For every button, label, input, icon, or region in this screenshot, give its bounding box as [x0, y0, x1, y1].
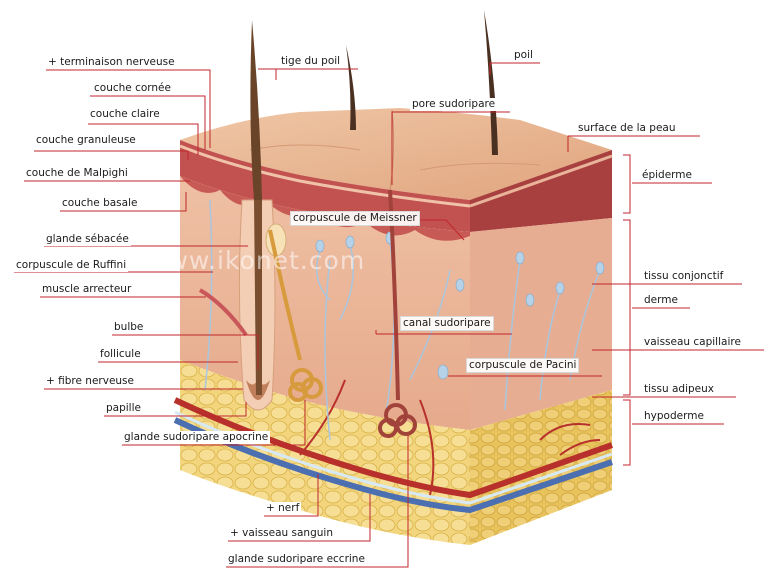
- label-papille: papille: [104, 402, 143, 415]
- label-couche-basale: couche basale: [60, 197, 139, 210]
- label-epiderme: épiderme: [640, 169, 694, 182]
- label-surface-peau: surface de la peau: [576, 122, 678, 135]
- label-tissu-adipeux: tissu adipeux: [642, 383, 716, 396]
- label-corpuscule-meissner: corpuscule de Meissner: [290, 211, 420, 226]
- label-glande-eccrine: glande sudoripare eccrine: [226, 553, 367, 566]
- label-follicule: follicule: [98, 348, 143, 361]
- label-hypoderme: hypoderme: [642, 410, 706, 423]
- label-couche-granuleuse: couche granuleuse: [34, 134, 138, 147]
- label-terminaison-nerveuse: + terminaison nerveuse: [46, 56, 177, 69]
- label-pore-sudoripare: pore sudoripare: [410, 98, 497, 111]
- layer-brackets: [623, 155, 630, 465]
- label-couche-malpighi: couche de Malpighi: [24, 167, 130, 180]
- label-corpuscule-pacini: corpuscule de Pacini: [466, 358, 579, 373]
- label-tissu-conjonctif: tissu conjonctif: [642, 270, 725, 283]
- label-fibre-nerveuse: + fibre nerveuse: [44, 375, 136, 388]
- label-vaisseau-capillaire: vaisseau capillaire: [642, 336, 743, 349]
- label-tige-poil: tige du poil: [279, 55, 342, 68]
- label-couche-cornee: couche cornée: [92, 82, 173, 95]
- label-glande-sebacee: glande sébacée: [44, 233, 131, 246]
- label-poil: poil: [512, 49, 535, 62]
- label-couche-claire: couche claire: [88, 108, 162, 121]
- label-derme: derme: [642, 294, 680, 307]
- label-glande-apocrine: glande sudoripare apocrine: [122, 431, 270, 444]
- label-muscle-arrecteur: muscle arrecteur: [40, 283, 133, 296]
- label-nerf: + nerf: [264, 502, 301, 515]
- label-canal-sudoripare: canal sudoripare: [400, 316, 494, 331]
- label-corpuscule-ruffini: corpuscule de Ruffini: [14, 259, 128, 272]
- label-bulbe: bulbe: [112, 321, 145, 334]
- label-vaisseau-sanguin: + vaisseau sanguin: [228, 527, 335, 540]
